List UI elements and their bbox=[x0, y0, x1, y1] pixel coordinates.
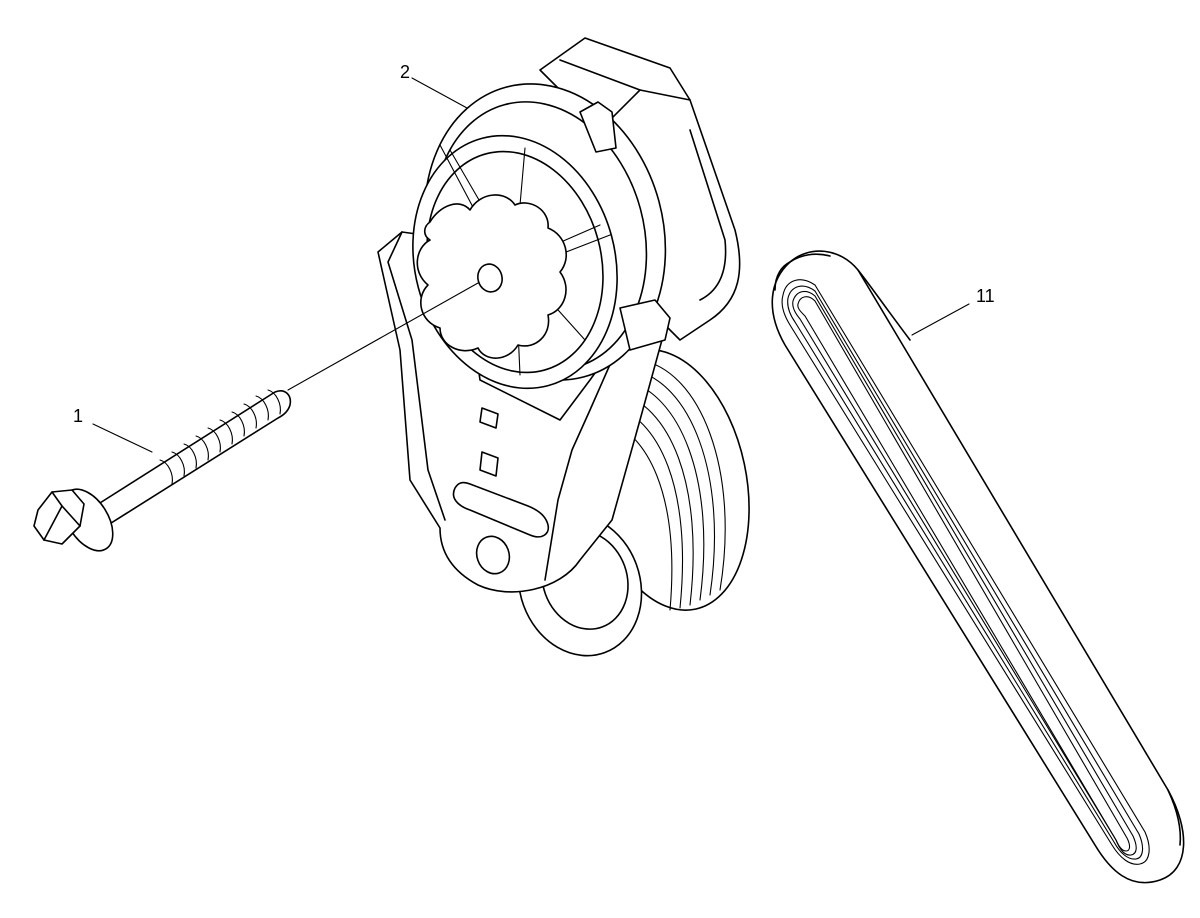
callout-11: 11 bbox=[911, 286, 995, 336]
callout-label: 11 bbox=[976, 286, 995, 306]
leader-line bbox=[411, 77, 468, 109]
assembly-axis-line bbox=[287, 282, 479, 391]
tensioner-pulley-icon bbox=[377, 37, 750, 657]
callout-label: 1 bbox=[73, 406, 83, 426]
callout-1: 1 bbox=[73, 406, 153, 453]
leader-line bbox=[92, 423, 153, 453]
bolt-icon bbox=[33, 389, 292, 552]
leader-line bbox=[911, 303, 970, 336]
callout-2: 2 bbox=[400, 62, 468, 109]
ribbed-belt-icon bbox=[771, 250, 1185, 884]
callout-label: 2 bbox=[400, 62, 410, 82]
